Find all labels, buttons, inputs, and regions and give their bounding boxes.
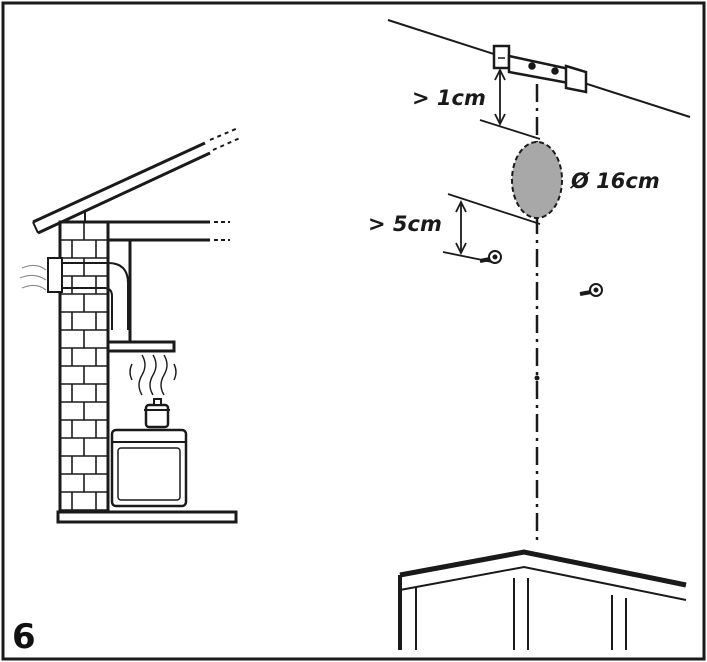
cooking-pot	[144, 398, 170, 429]
brick-wall	[58, 220, 110, 524]
step-number: 6	[12, 617, 36, 657]
floor	[56, 510, 238, 524]
duct-diameter-label: Ø 16cm	[570, 169, 660, 193]
screw-gap-label: > 5cm	[368, 212, 442, 236]
mounting-bracket	[492, 44, 588, 94]
stove-cabinet	[110, 428, 188, 508]
screw-left	[479, 250, 502, 264]
chimney-hood	[106, 240, 176, 353]
mounting-detail	[387, 19, 691, 650]
center-mark	[534, 375, 540, 381]
roof	[32, 127, 241, 235]
screw-gap-dimension	[442, 193, 541, 263]
hood-top	[398, 549, 687, 650]
ceiling-gap-label: > 1cm	[412, 86, 486, 110]
duct-hole	[511, 141, 563, 219]
steam-lines	[129, 354, 177, 396]
ceiling-gap-dimension	[479, 67, 541, 140]
house-cross-section	[19, 127, 241, 524]
screw-right	[579, 283, 603, 297]
